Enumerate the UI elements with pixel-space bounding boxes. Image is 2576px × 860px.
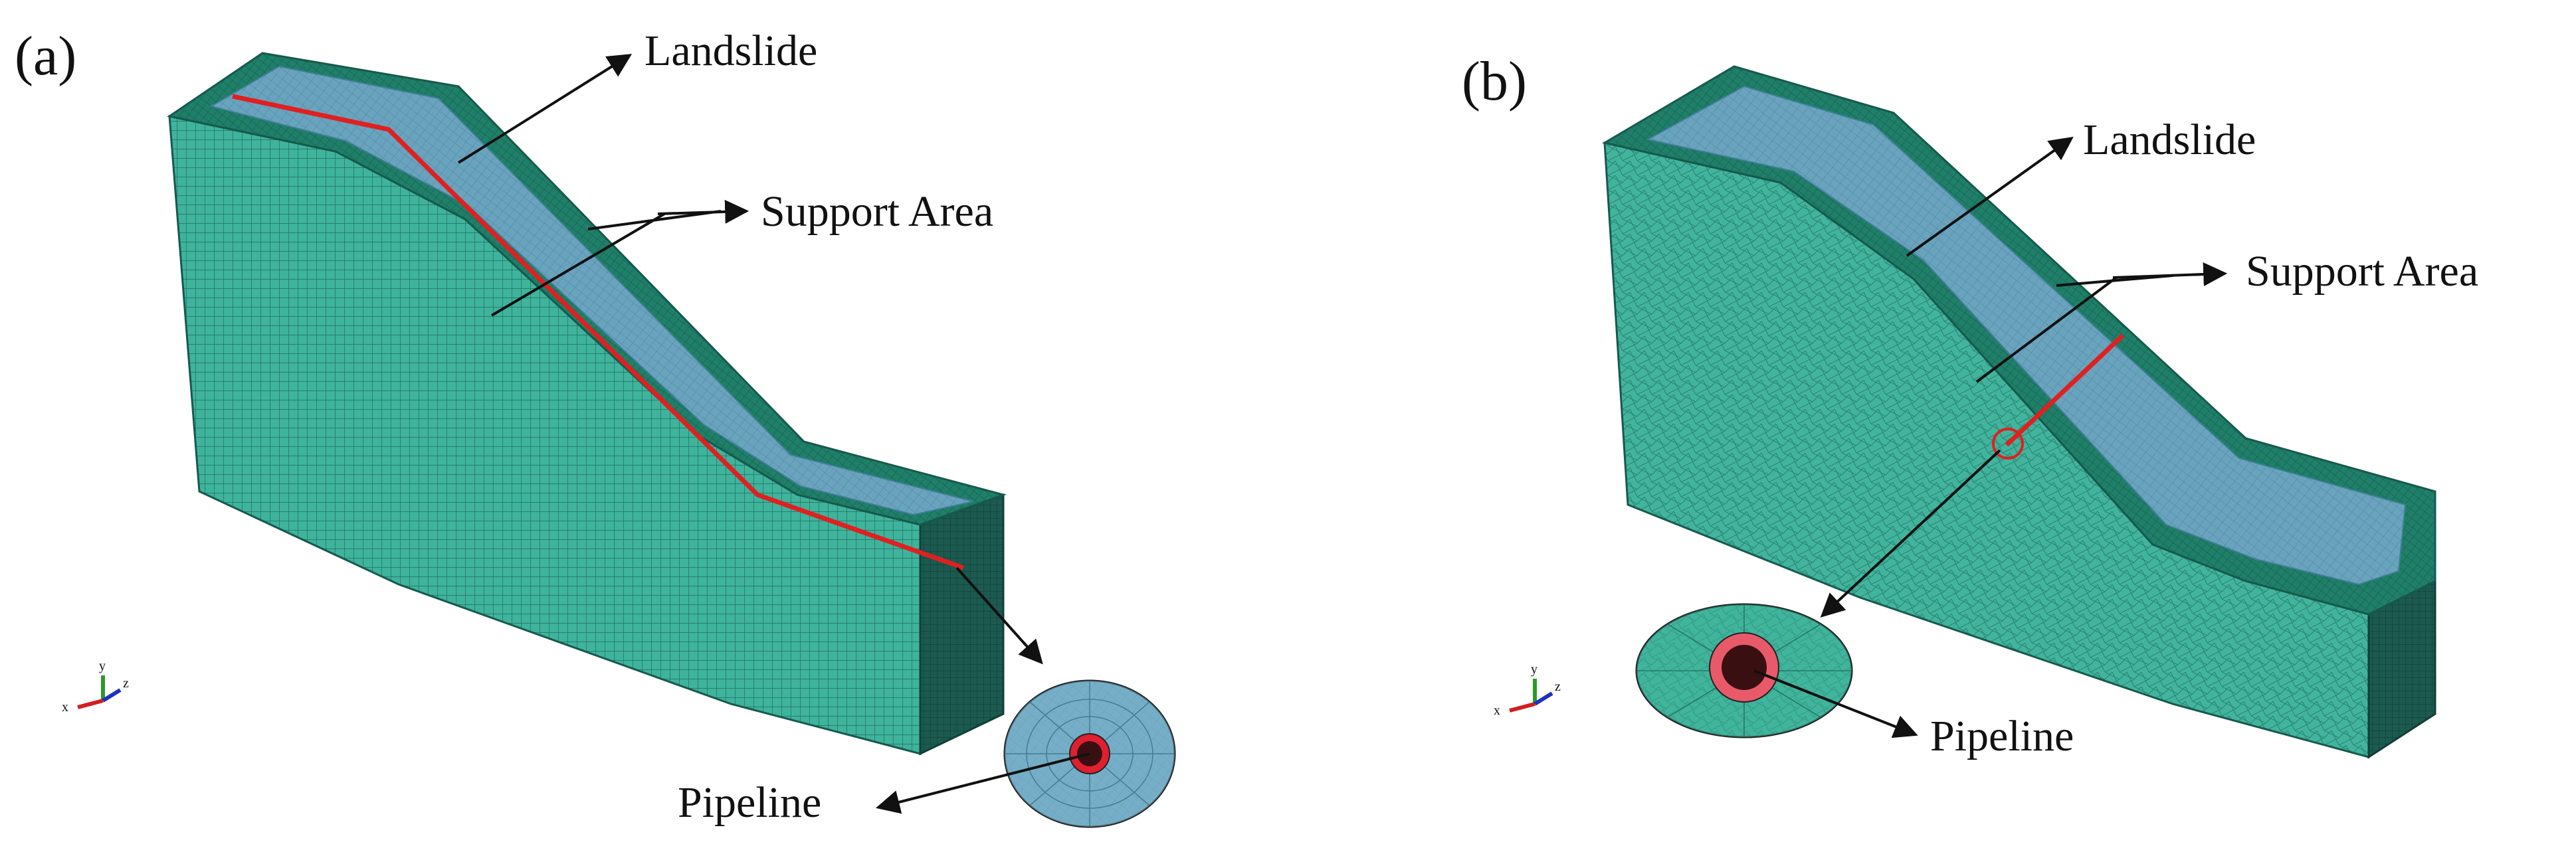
svg-text:z: z xyxy=(123,676,129,691)
panel-b-tag: (b) xyxy=(1462,50,1527,112)
pipeline-label-b: Pipeline xyxy=(1930,712,2074,760)
pipeline-line-a xyxy=(232,94,965,570)
svg-text:x: x xyxy=(1494,703,1500,718)
section-arrow-a xyxy=(955,566,1043,665)
landslide-label-b: Landslide xyxy=(2083,116,2256,164)
panel-a-tag: (a) xyxy=(15,25,76,87)
support-arrow-a3 xyxy=(657,199,749,224)
axis-triad-b: x y z xyxy=(1494,662,1561,718)
support-arrow-a2 xyxy=(490,213,666,317)
svg-text:y: y xyxy=(1531,662,1537,677)
axis-triad-a: x y z xyxy=(62,659,129,715)
support-area-label-b: Support Area xyxy=(2246,247,2478,296)
pipe-section-b xyxy=(1635,603,1853,738)
slope-model-b xyxy=(1601,65,2436,759)
section-arrow-b xyxy=(1820,449,2001,618)
pipeline-arrow-a xyxy=(876,752,1090,814)
slope-model-a xyxy=(167,52,1007,756)
pipeline-label-a: Pipeline xyxy=(678,778,821,827)
svg-text:z: z xyxy=(1555,679,1561,694)
support-arrow-b3 xyxy=(2112,262,2228,287)
pipeline-marker-b xyxy=(1992,428,2024,460)
landslide-arrow-a xyxy=(457,54,633,164)
landslide-arrow-b xyxy=(1906,136,2074,257)
panel-a: (a) x y z xyxy=(15,25,1176,828)
pipeline-line-b xyxy=(2005,333,2125,447)
landslide-label-a: Landslide xyxy=(644,27,817,75)
panel-b: (b) x y z xyxy=(1462,50,2478,760)
support-arrow-b2 xyxy=(1975,276,2118,383)
support-area-label-a: Support Area xyxy=(761,187,993,236)
pipeline-arrow-b xyxy=(1753,669,1918,738)
svg-text:x: x xyxy=(62,700,68,715)
svg-text:y: y xyxy=(99,659,106,673)
